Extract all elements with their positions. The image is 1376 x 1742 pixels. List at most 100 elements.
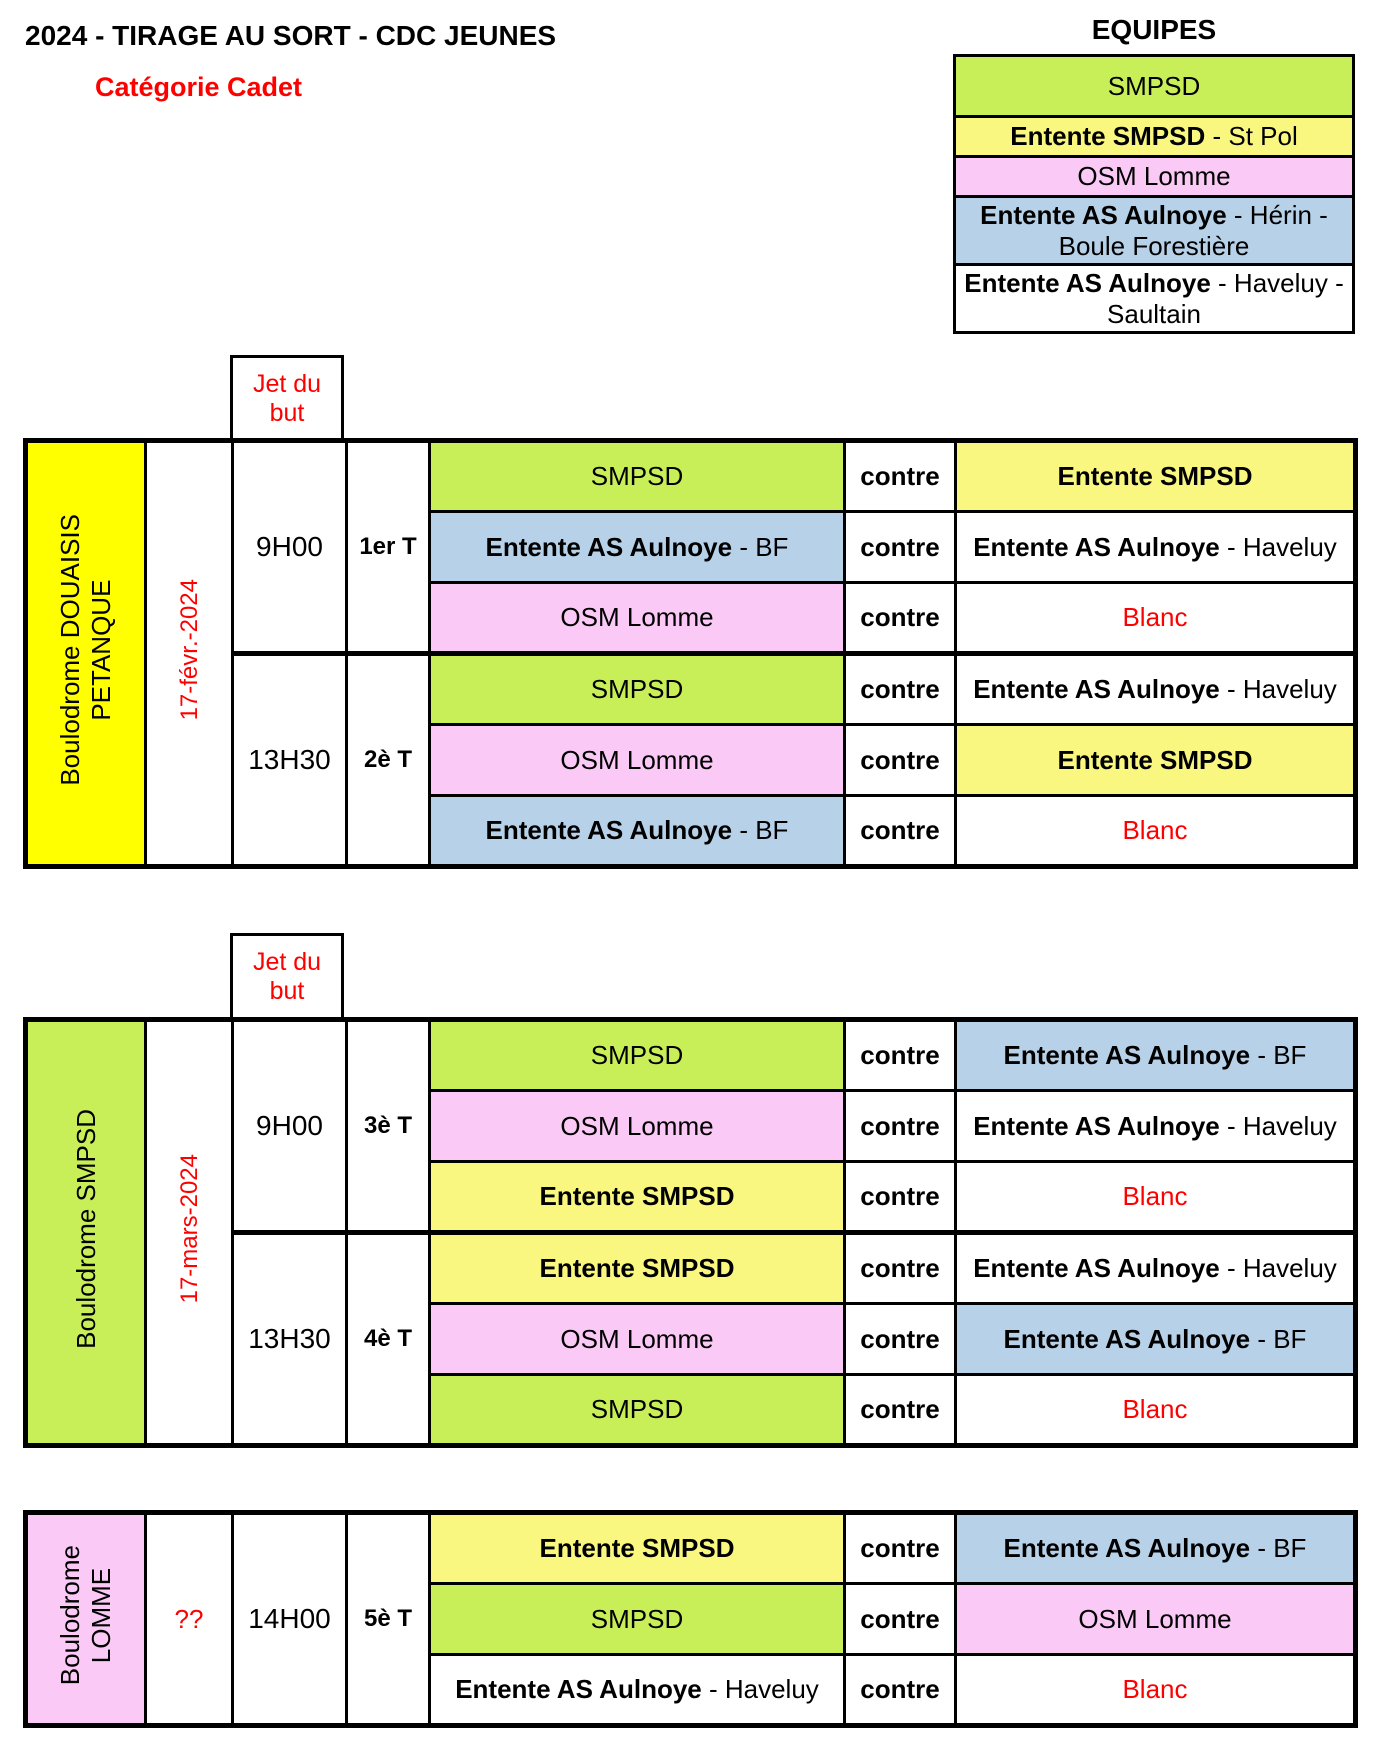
match-row: Entente AS Aulnoye - Haveluy contre Blan… xyxy=(26,1653,1357,1727)
legend-row-entente-smpsd: Entente SMPSD - St Pol xyxy=(956,115,1352,155)
contre-cell: contre xyxy=(843,1582,957,1656)
match-row: SMPSD contre Blanc xyxy=(26,1373,1357,1447)
contre-cell: contre xyxy=(843,723,957,797)
match-team-left-cell: SMPSD xyxy=(428,439,846,513)
contre-cell: contre xyxy=(843,1089,957,1163)
match-team-left-cell: OSM Lomme xyxy=(428,581,846,655)
team-name: SMPSD xyxy=(1107,70,1201,101)
equipes-legend: EQUIPES SMPSD Entente SMPSD - St Pol OSM… xyxy=(953,14,1355,334)
match-row: Entente SMPSD contre Blanc xyxy=(26,1160,1357,1234)
legend-row-eaa-haveluy: Entente AS Aulnoye - Haveluy - Saultain xyxy=(956,263,1352,331)
time-cell: 9H00 xyxy=(231,439,348,655)
legend-row-eaa-herin: Entente AS Aulnoye - Hérin - Boule Fores… xyxy=(956,195,1352,263)
page-subtitle: Catégorie Cadet xyxy=(95,72,303,102)
match-team-left-cell: SMPSD xyxy=(428,1373,846,1447)
round-cell: 2è T xyxy=(345,651,431,868)
team-name: Entente AS Aulnoye - Hérin - Boule Fores… xyxy=(980,199,1328,261)
venue-cell: Boulodrome LOMME xyxy=(24,1511,147,1727)
match-row: OSM Lomme contre Blanc xyxy=(26,581,1357,655)
match-row: SMPSD contre OSM Lomme xyxy=(26,1582,1357,1656)
jet-du-but-box: Jet du but xyxy=(230,933,344,1017)
venue-label: Boulodrome LOMME xyxy=(55,1545,116,1686)
match-team-right-cell: Blanc xyxy=(954,1373,1357,1447)
match-team-right-cell: Blanc xyxy=(954,581,1357,655)
match-team-right-cell: Blanc xyxy=(954,1653,1357,1727)
match-team-left-cell: OSM Lomme xyxy=(428,723,846,797)
date-label: 17-mars-2024 xyxy=(175,1154,203,1304)
match-row: Entente AS Aulnoye - BF contre Blanc xyxy=(26,794,1357,868)
match-row: OSM Lomme contre Entente SMPSD xyxy=(26,723,1357,797)
match-team-left-cell: Entente AS Aulnoye - BF xyxy=(428,510,846,584)
match-row: 13H30 4è T Entente SMPSD contre Entente … xyxy=(26,1230,1357,1447)
match-team-right-cell: Entente AS Aulnoye - BF xyxy=(954,1302,1357,1376)
round-cell: 5è T xyxy=(345,1511,431,1727)
match-team-left-cell: SMPSD xyxy=(428,651,846,726)
equipes-box: SMPSD Entente SMPSD - St Pol OSM Lomme E… xyxy=(953,54,1355,334)
time-cell: 13H30 xyxy=(231,651,348,868)
time-cell: 14H00 xyxy=(231,1511,348,1727)
match-team-right-cell: Entente AS Aulnoye - BF xyxy=(954,1018,1357,1092)
time-cell: 13H30 xyxy=(231,1230,348,1447)
venue-cell: Boulodrome DOUAISIS PETANQUE xyxy=(24,439,147,868)
date-cell: ?? xyxy=(144,1511,234,1727)
schedule-table-smpsd: Boulodrome SMPSD 17-mars-2024 9H00 3è T … xyxy=(23,1017,1358,1448)
team-name: Entente AS Aulnoye - Haveluy - Saultain xyxy=(964,267,1344,329)
contre-cell: contre xyxy=(843,1302,957,1376)
match-team-right-cell: Blanc xyxy=(954,794,1357,868)
match-team-left-cell: OSM Lomme xyxy=(428,1302,846,1376)
match-team-right-cell: Entente AS Aulnoye - Haveluy xyxy=(954,651,1357,726)
contre-cell: contre xyxy=(843,651,957,726)
date-cell: 17-févr.-2024 xyxy=(144,439,234,868)
venue-cell: Boulodrome SMPSD xyxy=(24,1018,147,1447)
equipes-title: EQUIPES xyxy=(1091,14,1217,45)
match-team-right-cell: Entente SMPSD xyxy=(954,439,1357,513)
team-name: OSM Lomme xyxy=(1077,161,1231,191)
match-team-left-cell: Entente AS Aulnoye - Haveluy xyxy=(428,1653,846,1727)
contre-cell: contre xyxy=(843,1653,957,1727)
match-team-right-cell: Entente AS Aulnoye - Haveluy xyxy=(954,510,1357,584)
match-row: OSM Lomme contre Entente AS Aulnoye - BF xyxy=(26,1302,1357,1376)
match-row: OSM Lomme contre Entente AS Aulnoye - Ha… xyxy=(26,1089,1357,1163)
match-team-left-cell: Entente SMPSD xyxy=(428,1230,846,1305)
team-name: Entente SMPSD - St Pol xyxy=(1010,121,1298,151)
match-team-left-cell: Entente SMPSD xyxy=(428,1511,846,1585)
contre-cell: contre xyxy=(843,510,957,584)
time-cell: 9H00 xyxy=(231,1018,348,1234)
schedule-table-lomme: Boulodrome LOMME ?? 14H00 5è T Entente S… xyxy=(23,1510,1358,1728)
round-cell: 4è T xyxy=(345,1230,431,1447)
match-team-right-cell: Entente AS Aulnoye - Haveluy xyxy=(954,1230,1357,1305)
match-row: Boulodrome SMPSD 17-mars-2024 9H00 3è T … xyxy=(24,1018,1357,1447)
venue-label: Boulodrome SMPSD xyxy=(70,1109,101,1349)
match-row: Entente AS Aulnoye - BF contre Entente A… xyxy=(26,510,1357,584)
legend-row-osm-lomme: OSM Lomme xyxy=(956,155,1352,195)
match-team-right-cell: Entente AS Aulnoye - BF xyxy=(954,1511,1357,1585)
contre-cell: contre xyxy=(843,1160,957,1234)
page-title: 2024 - TIRAGE AU SORT - CDC JEUNES xyxy=(25,20,557,51)
contre-cell: contre xyxy=(843,1373,957,1447)
contre-cell: contre xyxy=(843,1018,957,1092)
match-team-left-cell: Entente AS Aulnoye - BF xyxy=(428,794,846,868)
match-team-left-cell: SMPSD xyxy=(428,1018,846,1092)
match-row: 13H30 2è T SMPSD contre Entente AS Aulno… xyxy=(26,651,1357,868)
contre-cell: contre xyxy=(843,1230,957,1305)
match-team-left-cell: Entente SMPSD xyxy=(428,1160,846,1234)
contre-cell: contre xyxy=(843,439,957,513)
contre-cell: contre xyxy=(843,581,957,655)
schedule-table-douaisis: Boulodrome DOUAISIS PETANQUE 17-févr.-20… xyxy=(23,438,1358,869)
date-label: 17-févr.-2024 xyxy=(175,579,203,721)
match-team-right-cell: OSM Lomme xyxy=(954,1582,1357,1656)
match-team-left-cell: OSM Lomme xyxy=(428,1089,846,1163)
match-row: Boulodrome DOUAISIS PETANQUE 17-févr.-20… xyxy=(24,439,1357,868)
contre-cell: contre xyxy=(843,1511,957,1585)
match-row: Boulodrome LOMME ?? 14H00 5è T Entente S… xyxy=(24,1511,1357,1727)
venue-label: Boulodrome DOUAISIS PETANQUE xyxy=(55,514,116,786)
match-team-right-cell: Blanc xyxy=(954,1160,1357,1234)
match-team-left-cell: SMPSD xyxy=(428,1582,846,1656)
legend-row-smpsd: SMPSD xyxy=(956,57,1352,115)
jet-du-but-box: Jet du but xyxy=(230,355,344,439)
match-team-right-cell: Entente AS Aulnoye - Haveluy xyxy=(954,1089,1357,1163)
match-team-right-cell: Entente SMPSD xyxy=(954,723,1357,797)
contre-cell: contre xyxy=(843,794,957,868)
date-cell: 17-mars-2024 xyxy=(144,1018,234,1447)
